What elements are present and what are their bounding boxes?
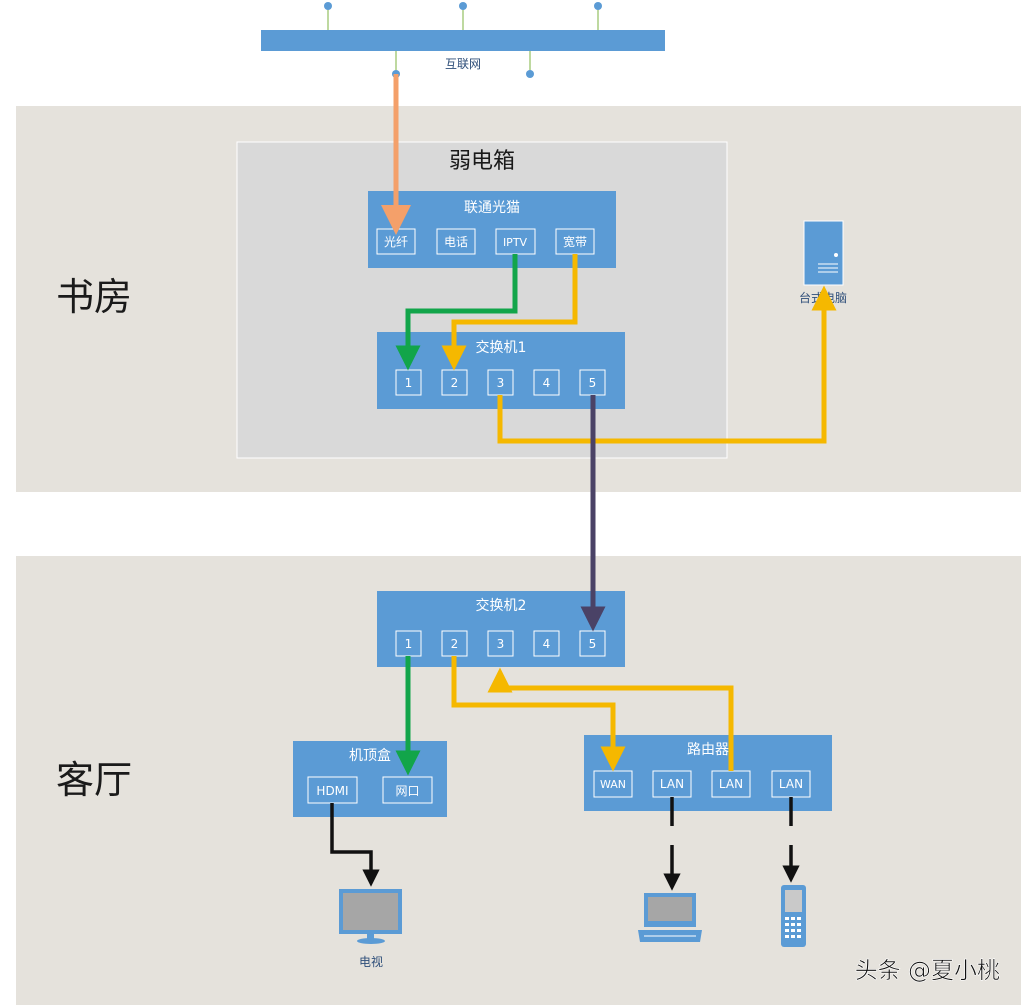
modem-port-fiber: 光纤 — [376, 228, 416, 255]
modem-port-phone: 电话 — [436, 228, 476, 255]
switch1-port-3-label: 3 — [497, 376, 505, 390]
set-top-box-port-lan: 网口 — [382, 776, 433, 804]
hdmi-link — [330, 803, 380, 887]
weak-current-box-title: 弱电箱 — [449, 149, 515, 174]
router-port-wan-label: WAN — [600, 778, 626, 791]
switch2-port-4: 4 — [533, 630, 560, 657]
switch1-port-4-label: 4 — [543, 376, 551, 390]
room-label-living: 客厅 — [56, 758, 132, 802]
set-top-box-port-hdmi-label: HDMI — [316, 784, 348, 798]
switch2-title: 交换机2 — [476, 597, 527, 614]
switch2-port-3: 3 — [487, 630, 514, 657]
switch1-title: 交换机1 — [476, 339, 527, 356]
switch1-port-5: 5 — [579, 369, 606, 396]
switch2-port-4-label: 4 — [543, 637, 551, 651]
set-top-box-port-hdmi: HDMI — [307, 776, 358, 804]
switch2-port-5: 5 — [579, 630, 606, 657]
router-port-lan-2: LAN — [711, 770, 751, 798]
switch2-port-1: 1 — [395, 630, 422, 657]
iptv-link — [395, 254, 518, 371]
laptop-icon — [638, 893, 702, 942]
router-port-lan-3: LAN — [771, 770, 811, 798]
router-port-lan-1-label: LAN — [660, 777, 684, 791]
room-label-study: 书房 — [56, 275, 132, 319]
phone-icon — [781, 885, 806, 947]
switch1-port-3: 3 — [487, 369, 514, 396]
broadband-link — [441, 254, 578, 371]
internet-bus — [261, 2, 665, 78]
desktop-link — [497, 285, 837, 444]
tv-label: 电视 — [359, 954, 383, 969]
modem-title: 联通光猫 — [464, 200, 520, 216]
switch1-port-2-label: 2 — [451, 376, 459, 390]
modem-port-broadband-label: 宽带 — [563, 234, 587, 249]
internet-label: 互联网 — [445, 57, 481, 71]
switch1-port-1: 1 — [395, 369, 422, 396]
router-port-wan: WAN — [593, 770, 633, 798]
modem-port-iptv: IPTV — [495, 228, 536, 255]
router-port-lan-2-label: LAN — [719, 777, 743, 791]
router-lan-return-link — [487, 667, 734, 771]
modem-port-fiber-label: 光纤 — [384, 235, 408, 249]
switch2-port-2-label: 2 — [451, 637, 459, 651]
switch1-port-2: 2 — [441, 369, 468, 396]
router-port-lan-3-label: LAN — [779, 777, 803, 791]
switch2-port-5-label: 5 — [589, 637, 597, 651]
set-top-box-port-lan-label: 网口 — [395, 784, 419, 798]
switch1-port-5-label: 5 — [589, 376, 597, 390]
desktop-computer-icon — [803, 220, 844, 286]
tv-icon — [339, 889, 402, 944]
switch1-port-4: 4 — [533, 369, 560, 396]
internet-backbone — [261, 30, 665, 51]
switch1-port-1-label: 1 — [405, 376, 413, 390]
router-port-lan-1: LAN — [652, 770, 692, 798]
router-title: 路由器 — [687, 742, 729, 758]
modem-port-iptv-label: IPTV — [503, 236, 528, 249]
modem-port-broadband: 宽带 — [555, 228, 595, 255]
set-top-box-title: 机顶盒 — [349, 747, 391, 764]
watermark: 头条 @夏小桃 — [855, 958, 1000, 984]
weak-current-box — [236, 141, 728, 459]
switch2-port-2: 2 — [441, 630, 468, 657]
switch2-port-1-label: 1 — [405, 637, 413, 651]
switch2-port-3-label: 3 — [497, 637, 505, 651]
router-wan-link — [451, 656, 626, 772]
modem-port-phone-label: 电话 — [444, 235, 468, 249]
